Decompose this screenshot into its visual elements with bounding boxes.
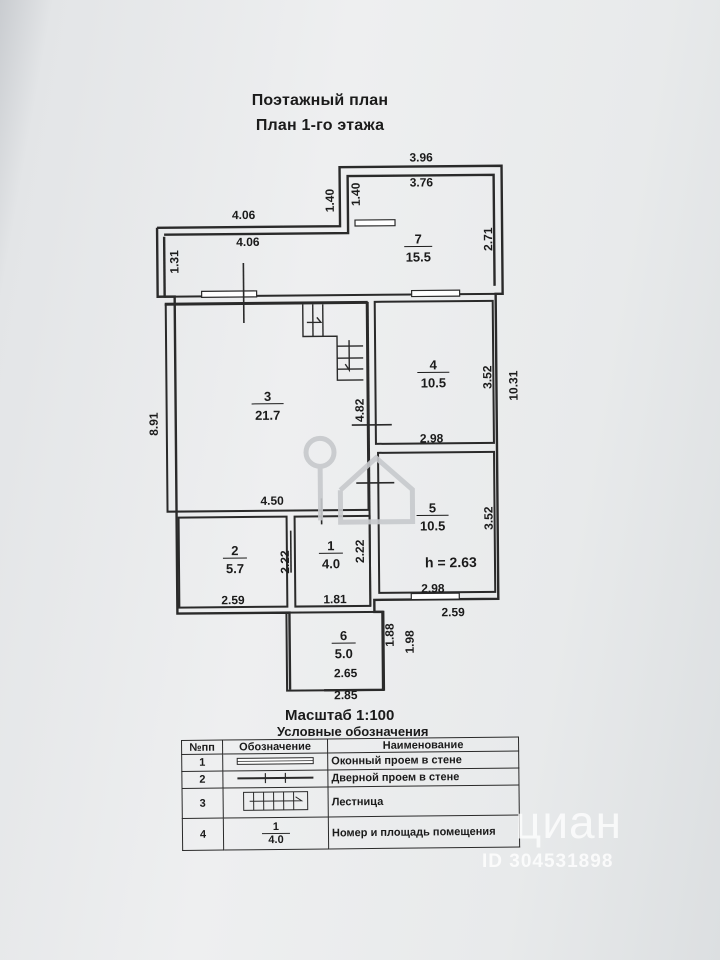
- dim-room6-height-outer: 1.98: [403, 630, 417, 654]
- svg-text:4: 4: [430, 357, 438, 372]
- dim-room3-width: 4.50: [260, 494, 284, 508]
- dim-room4-height: 3.52: [480, 365, 494, 389]
- room-label-6: 6 5.0: [331, 628, 356, 661]
- svg-text:1: 1: [327, 538, 334, 553]
- legend-table: №пп Обозначение Наименование 1 Оконный п…: [181, 736, 520, 851]
- room-label-symbol-cell: 1 4.0: [223, 816, 329, 851]
- legend-header-num: №пп: [181, 740, 223, 755]
- legend-row-name: Лестница: [327, 784, 520, 817]
- svg-text:3: 3: [264, 389, 271, 404]
- dim-total-left: 8.91: [147, 412, 161, 436]
- inner-walls: [164, 292, 497, 692]
- legend-row-name: Дверной проем в стене: [327, 767, 519, 787]
- dim-left-top-inner: 4.06: [236, 235, 260, 249]
- legend-row-num: 4: [182, 818, 224, 851]
- legend-row-num: 3: [182, 788, 224, 819]
- room-label-7: 7 15.5: [404, 231, 433, 265]
- watermark-id: ID 304531898: [482, 851, 614, 872]
- ceiling-height: h = 2.63: [425, 554, 477, 570]
- stairs-symbol-cell: [223, 786, 329, 819]
- dim-room6-width-outer: 2.85: [334, 688, 358, 702]
- dim-stair-length: 4.82: [353, 398, 367, 422]
- window-icon: [201, 290, 258, 298]
- svg-text:5.0: 5.0: [335, 646, 353, 661]
- svg-text:2: 2: [231, 543, 238, 558]
- scale-label: Масштаб 1:100: [285, 707, 395, 724]
- door-icon: [242, 263, 245, 324]
- svg-text:4.0: 4.0: [322, 556, 340, 571]
- legend-row: 3 Лестница: [182, 784, 520, 819]
- dim-top-outer: 3.96: [409, 150, 433, 164]
- door-symbol-cell: [222, 769, 328, 789]
- room-label-3: 3 21.7: [251, 389, 284, 423]
- room-label-5: 5 10.5: [416, 500, 449, 533]
- room-labels: 7 15.5 3 21.7 4 10.5 5 10.5 2: [222, 231, 450, 661]
- window-symbol-cell: [222, 752, 328, 772]
- dimension-labels: 3.96 3.76 4.06 4.06 1.40 1.40 1.31 2.71 …: [147, 150, 521, 702]
- dim-room6-height-inner: 1.88: [383, 623, 397, 647]
- dim-left-top-outer: 4.06: [232, 208, 256, 222]
- arrow-down-icon: [344, 340, 351, 373]
- svg-text:10.5: 10.5: [420, 518, 445, 533]
- legend-header-symbol: Обозначение: [222, 738, 328, 755]
- dim-right-bottom-width: 2.59: [441, 605, 465, 619]
- svg-text:5.7: 5.7: [226, 561, 244, 576]
- legend-row-name: Номер и площадь помещения: [328, 814, 520, 849]
- window-icon: [236, 756, 314, 765]
- legend-sample-num: 1: [261, 820, 290, 835]
- svg-text:5: 5: [429, 500, 436, 515]
- svg-text:6: 6: [340, 628, 347, 643]
- staircase: [302, 304, 364, 381]
- legend-row-num: 2: [181, 771, 224, 789]
- room-label-2: 2 5.7: [222, 543, 247, 576]
- legend-row-num: 1: [181, 754, 223, 772]
- dim-step-outer: 1.40: [323, 189, 337, 213]
- legend-title: Условные обозначения: [277, 724, 429, 739]
- legend-sample-area: 4.0: [268, 833, 284, 847]
- legend-row: 1 Оконный проем в стене: [181, 750, 519, 772]
- dim-step-inner: 1.40: [349, 182, 363, 206]
- room-label-1: 1 4.0: [318, 538, 343, 571]
- plan-title: Поэтажный план: [251, 92, 389, 109]
- legend-row: 4 1 4.0 Номер и площадь помещения: [182, 814, 520, 851]
- dim-room2-width: 2.59: [221, 593, 245, 607]
- stairs-icon: [243, 791, 309, 811]
- dim-room4-width: 2.98: [420, 431, 444, 445]
- room-label-4: 4 10.5: [417, 357, 450, 390]
- svg-text:7: 7: [414, 231, 421, 246]
- legend-row-name: Оконный проем в стене: [327, 750, 519, 770]
- dim-room1-width: 1.81: [323, 592, 347, 606]
- svg-text:21.7: 21.7: [255, 408, 280, 423]
- dim-room2-height: 2.22: [278, 550, 292, 574]
- door-icon: [237, 772, 314, 783]
- dim-room5-width: 2.98: [421, 581, 445, 595]
- dim-room5-height: 3.52: [481, 506, 495, 530]
- window-icon: [354, 219, 396, 227]
- window-icon: [411, 289, 461, 298]
- dim-total-right: 10.31: [506, 370, 520, 400]
- dim-top-inner: 3.76: [410, 175, 434, 189]
- watermark-logo: циан: [515, 796, 623, 848]
- dim-left-wing-height: 1.31: [167, 250, 181, 274]
- legend-row: 2 Дверной проем в стене: [181, 767, 519, 789]
- plan-subtitle: План 1-го этажа: [255, 117, 385, 134]
- window-icon: [410, 592, 460, 601]
- dim-room7-height: 2.71: [481, 227, 495, 251]
- arrow-right-icon: [306, 316, 323, 324]
- watermark-house-icon: [303, 435, 416, 525]
- dim-room1-height: 2.22: [353, 539, 367, 563]
- svg-text:10.5: 10.5: [421, 375, 446, 390]
- svg-text:15.5: 15.5: [406, 249, 431, 264]
- dim-room6-width-inner: 2.65: [334, 666, 358, 680]
